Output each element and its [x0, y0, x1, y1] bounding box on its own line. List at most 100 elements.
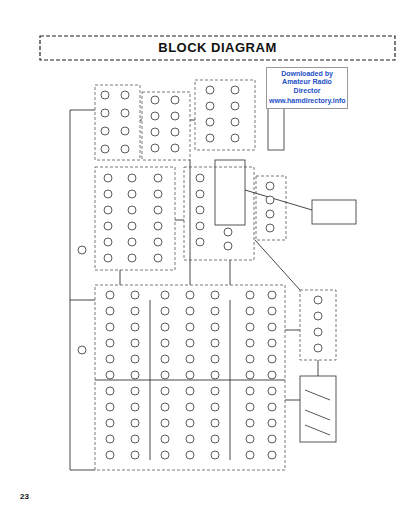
stage-circle — [128, 174, 136, 182]
stage-circle — [206, 86, 214, 94]
watermark-heading: Downloaded by Amateur Radio Director — [269, 70, 345, 95]
watermark-url: www.hamdirectory.info — [269, 97, 345, 105]
stage-circle — [211, 371, 219, 379]
stage-circle — [101, 145, 109, 153]
stage-circle — [211, 419, 219, 427]
stage-circle — [268, 323, 276, 331]
stage-circle — [186, 291, 194, 299]
stage-circle — [121, 91, 129, 99]
stage-circle — [106, 323, 114, 331]
stage-circle — [246, 355, 254, 363]
stage-circle — [131, 403, 139, 411]
stage-circle — [131, 355, 139, 363]
stage-circle — [266, 196, 274, 204]
stage-circle — [186, 419, 194, 427]
stage-circle — [196, 206, 204, 214]
stage-circle — [101, 109, 109, 117]
section-frames — [95, 80, 336, 470]
stage-circle — [104, 238, 112, 246]
stage-circle — [211, 355, 219, 363]
stage-circle — [231, 118, 239, 126]
stage-circle — [171, 128, 179, 136]
stage-circle — [231, 86, 239, 94]
stage-circle — [161, 291, 169, 299]
stage-circle — [154, 222, 162, 230]
stage-circle — [246, 323, 254, 331]
stage-circle — [186, 435, 194, 443]
stage-circle — [196, 174, 204, 182]
stage-circle — [131, 339, 139, 347]
stage-circle — [161, 387, 169, 395]
stage-circle — [106, 387, 114, 395]
stage-circle — [106, 339, 114, 347]
stage-circle — [246, 339, 254, 347]
stage-circle — [186, 371, 194, 379]
stage-circle — [314, 312, 322, 320]
stage-circle — [104, 222, 112, 230]
stage-circle — [161, 307, 169, 315]
stage-circle — [121, 109, 129, 117]
stage-circle — [196, 222, 204, 230]
stage-circle — [106, 419, 114, 427]
stage-circle — [268, 307, 276, 315]
stage-circle — [131, 307, 139, 315]
stage-circle — [106, 403, 114, 411]
stage-circle — [246, 435, 254, 443]
stage-circle — [211, 451, 219, 459]
stage-circle — [101, 127, 109, 135]
stage-circle — [206, 118, 214, 126]
stage-circle — [246, 451, 254, 459]
stage-circle — [246, 403, 254, 411]
stage-circle — [131, 419, 139, 427]
stage-circle — [154, 174, 162, 182]
stage-circle — [131, 291, 139, 299]
stage-circle — [106, 291, 114, 299]
stage-circle — [161, 371, 169, 379]
stage-circle — [268, 355, 276, 363]
stage-circle — [224, 228, 232, 236]
stage-circle — [268, 435, 276, 443]
stage-symbols — [78, 86, 322, 459]
stage-circle — [131, 323, 139, 331]
stage-circle — [106, 307, 114, 315]
stage-circle — [128, 254, 136, 262]
stage-circle — [268, 451, 276, 459]
stage-circle — [161, 435, 169, 443]
stage-circle — [128, 222, 136, 230]
stage-circle — [314, 328, 322, 336]
stage-circle — [211, 339, 219, 347]
stage-circle — [78, 346, 86, 354]
stage-circle — [106, 355, 114, 363]
stage-circle — [246, 307, 254, 315]
stage-circle — [161, 339, 169, 347]
diagram-title: BLOCK DIAGRAM — [40, 40, 395, 55]
stage-circle — [206, 134, 214, 142]
stage-circle — [104, 254, 112, 262]
stage-circle — [231, 102, 239, 110]
stage-circle — [314, 296, 322, 304]
stage-circle — [154, 206, 162, 214]
stage-circle — [121, 127, 129, 135]
stage-circle — [151, 96, 159, 104]
stage-circle — [268, 339, 276, 347]
stage-circle — [154, 238, 162, 246]
stage-circle — [224, 242, 232, 250]
watermark-box: Downloaded by Amateur Radio Director www.… — [266, 67, 348, 109]
stage-circle — [211, 435, 219, 443]
stage-circle — [171, 144, 179, 152]
stage-circle — [121, 145, 129, 153]
stage-circle — [268, 419, 276, 427]
stage-circle — [246, 371, 254, 379]
stage-circle — [161, 419, 169, 427]
stage-circle — [186, 307, 194, 315]
stage-circle — [246, 387, 254, 395]
stage-circle — [206, 102, 214, 110]
page-number: 23 — [20, 492, 29, 501]
stage-circle — [211, 323, 219, 331]
stage-circle — [104, 190, 112, 198]
stage-circle — [161, 403, 169, 411]
stage-circle — [131, 435, 139, 443]
stage-circle — [186, 323, 194, 331]
stage-circle — [131, 451, 139, 459]
title-band — [40, 36, 395, 60]
